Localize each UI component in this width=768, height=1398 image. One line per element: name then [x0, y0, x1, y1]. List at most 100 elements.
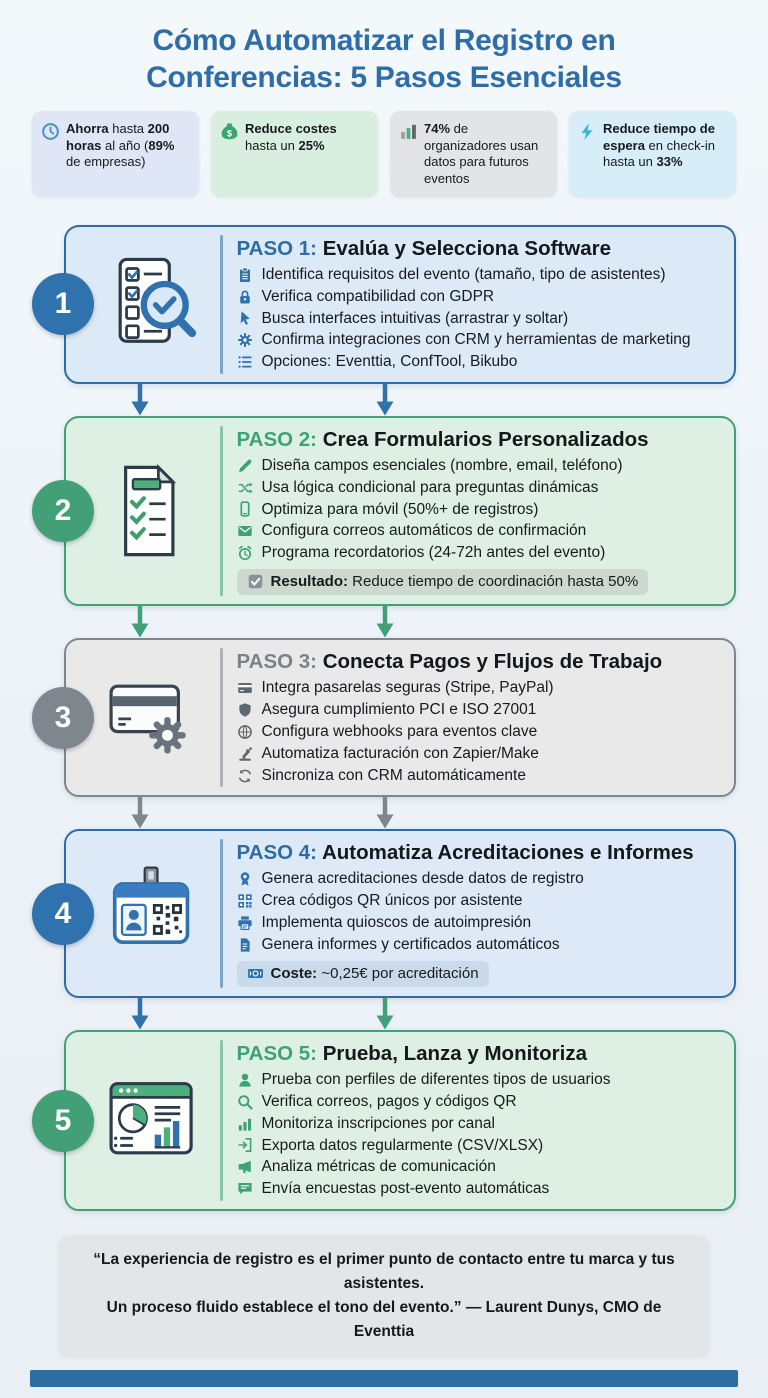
sync-icon	[238, 769, 251, 782]
clock-icon	[42, 123, 59, 140]
highlight-badge: Resultado: Reduce tiempo de coordinación…	[236, 568, 649, 595]
bullet-row: Confirma integraciones con CRM y herrami…	[237, 329, 723, 351]
export-icon	[238, 1138, 251, 1153]
user-icon	[238, 1073, 251, 1087]
page-title-line1: Cómo Automatizar el Registro en	[152, 24, 616, 57]
bullet-text: Identifica requisitos del evento (tamaño…	[261, 266, 666, 283]
step-title: PASO 1: Evalúa y Selecciona Software	[237, 236, 723, 261]
gear-icon	[237, 333, 252, 348]
step-title: PASO 3: Conecta Pagos y Flujos de Trabaj…	[237, 649, 723, 674]
down-arrow-icon	[376, 383, 394, 416]
stat-text: 74% de organizadores usan datos para fut…	[424, 121, 539, 186]
step-illustration-clipboard-search	[98, 254, 206, 354]
mail-icon	[237, 526, 252, 537]
bullet-text: Exporta datos regularmente (CSV/XLSX)	[261, 1136, 544, 1154]
bullet-row: Integra pasarelas seguras (Stripe, PayPa…	[237, 677, 723, 699]
pencil-icon	[238, 459, 251, 473]
chart-icon	[238, 1118, 251, 1131]
bullet-row: Prueba con perfiles de diferentes tipos …	[237, 1069, 723, 1091]
down-arrow-icon	[376, 998, 394, 1030]
bullet-text: Integra pasarelas seguras (Stripe, PayPa…	[261, 679, 554, 697]
vertical-divider	[220, 425, 223, 597]
step-number-badge: 3	[32, 686, 94, 749]
bullet-text: Verifica correos, pagos y códigos QR	[261, 1092, 517, 1110]
bullet-text: Confirma integraciones con CRM y herrami…	[261, 331, 691, 349]
bullet-text: Configura correos automáticos de confirm…	[261, 522, 587, 540]
survey-icon	[237, 1183, 252, 1195]
vertical-divider	[220, 235, 223, 374]
flow-arrows	[64, 383, 736, 416]
svg-text:$: $	[227, 128, 232, 138]
bullet-row: Usa lógica condicional para preguntas di…	[237, 477, 723, 499]
bullet-row: Configura correos automáticos de confirm…	[237, 520, 723, 542]
step-title-text: Crea Formularios Personalizados	[322, 427, 649, 451]
badge-text: Coste: ~0,25€ por acreditación	[270, 965, 479, 983]
step-content: PASO 4: Automatiza Acreditaciones e Info…	[236, 831, 735, 996]
step-title-text: Automatiza Acreditaciones e Informes	[321, 841, 694, 865]
bullet-text: Implementa quioscos de autoimpresión	[261, 914, 532, 932]
vertical-divider	[220, 648, 223, 788]
bullet-text: Analiza métricas de comunicación	[261, 1158, 496, 1176]
quote-line2: Un proceso fluido establece el tono del …	[106, 1298, 662, 1340]
bullet-text: Prueba con perfiles de diferentes tipos …	[261, 1071, 611, 1089]
form-check-icon	[124, 464, 177, 557]
bullet-row: Verifica compatibilidad con GDPR	[237, 286, 723, 308]
step-title: PASO 4: Automatiza Acreditaciones e Info…	[237, 840, 723, 865]
step-label: PASO 2:	[236, 427, 323, 451]
bullet-row: Programa recordatorios (24-72h antes del…	[237, 542, 723, 564]
step-illustration-badge-qr	[98, 864, 206, 964]
bullet-text: Optimiza para móvil (50%+ de registros)	[261, 500, 539, 518]
bullet-row: Envía encuestas post-evento automáticas	[237, 1178, 723, 1200]
stats-row: Ahorra hasta 200 horas al año (89% de em…	[32, 111, 736, 197]
step-content: PASO 3: Conecta Pagos y Flujos de Trabaj…	[237, 640, 735, 795]
down-arrow-icon	[131, 606, 149, 638]
bullet-row: Genera informes y certificados automátic…	[237, 934, 723, 956]
vertical-divider	[220, 1040, 223, 1201]
step-illustration-payment-gear	[98, 668, 206, 768]
down-arrow-icon	[376, 797, 394, 829]
bullet-text: Configura webhooks para eventos clave	[261, 723, 538, 741]
step-number-badge: 5	[32, 1089, 94, 1152]
bullet-row: Asegura cumplimiento PCI e ISO 27001	[237, 699, 723, 721]
down-arrow-icon	[131, 383, 149, 416]
down-arrow-icon	[376, 606, 394, 638]
bar-chart-icon	[401, 124, 416, 139]
ribbon-icon	[240, 872, 249, 887]
bullet-row: Monitoriza inscripciones por canal	[237, 1113, 723, 1135]
step-card-3: 3 PASO 3: Conecta Pagos y Flujos de Traba…	[32, 638, 736, 798]
checkbox-icon	[248, 575, 262, 589]
doc-icon	[240, 938, 250, 952]
bullet-row: Crea códigos QR únicos por asistente	[237, 890, 723, 912]
stat-card: Reduce tiempo de espera en check-in hast…	[569, 111, 736, 197]
bullet-text: Envía encuestas post-evento automáticas	[261, 1180, 550, 1198]
list-icon	[238, 356, 252, 368]
printer-icon	[237, 916, 252, 930]
bullet-row: Implementa quioscos de autoimpresión	[237, 912, 723, 934]
clipboard-search-icon	[118, 258, 197, 344]
bullet-text: Opciones: Eventtia, ConfTool, Bikubo	[261, 353, 518, 371]
step-label: PASO 5:	[236, 1042, 323, 1066]
step-title-text: Conecta Pagos y Flujos de Trabajo	[322, 650, 663, 674]
shuffle-icon	[238, 482, 253, 494]
money-bag-icon: $	[221, 123, 238, 140]
down-arrow-icon	[131, 998, 149, 1030]
page-title-line2: Conferencias: 5 Pasos Esenciales	[146, 61, 622, 94]
highlight-badge: Coste: ~0,25€ por acreditación	[236, 960, 489, 987]
bullet-text: Usa lógica condicional para preguntas di…	[261, 478, 599, 496]
step-title-text: Prueba, Lanza y Monitoriza	[322, 1042, 587, 1066]
step-number-badge: 1	[32, 273, 94, 336]
bullet-row: Genera acreditaciones desde datos de reg…	[237, 868, 723, 890]
down-arrow-icon	[131, 797, 149, 829]
bullet-text: Sincroniza con CRM automáticamente	[261, 766, 526, 784]
quote-box: “La experiencia de registro es el primer…	[58, 1234, 710, 1357]
bullet-row: Optimiza para móvil (50%+ de registros)	[237, 499, 723, 521]
bullet-text: Genera informes y certificados automátic…	[261, 935, 560, 953]
bullet-row: Sincroniza con CRM automáticamente	[237, 765, 723, 787]
bullet-text: Diseña campos esenciales (nombre, email,…	[261, 456, 623, 474]
step-bullet-list: Integra pasarelas seguras (Stripe, PayPa…	[237, 677, 723, 786]
